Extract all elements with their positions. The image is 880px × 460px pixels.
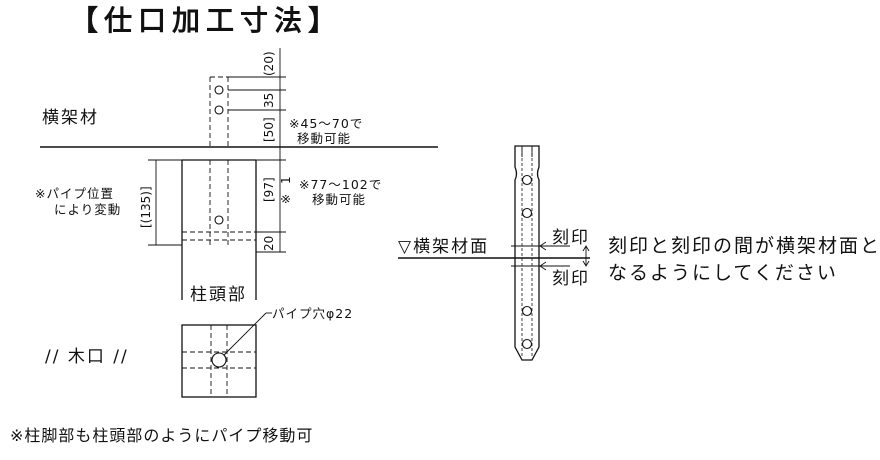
upper-dimension-chain: (20) 35 [50]: [228, 48, 286, 148]
note-move-45-70-line1: ※45～70で: [289, 116, 363, 131]
instruction-line1: 刻印と刻印の間が横架材面と: [608, 235, 880, 257]
note-move-45-70-line2: 移動可能: [297, 131, 351, 146]
beam-face-label: ▽横架材面: [398, 237, 489, 257]
stamp-arrows: [539, 241, 590, 271]
dim-star: ※: [279, 194, 293, 204]
pipe-pin-hole: [214, 85, 224, 95]
pipe-pin-hole: [521, 207, 533, 219]
upper-pipe: [209, 76, 229, 147]
column-body: [181, 159, 257, 300]
pipe-position-note-line1: ※パイプ位置: [35, 186, 114, 201]
pipe-position-note-line2: により変動: [54, 202, 121, 217]
stamp-label-top: 刻印: [552, 228, 590, 248]
dim-50: [50]: [262, 117, 276, 142]
dim-1: 1: [279, 176, 293, 184]
dim-20-bottom: 20: [262, 236, 276, 251]
lower-dimension-chain: [97] 1 ※ 20: [256, 147, 293, 253]
column-head-label: 柱頭部: [190, 285, 247, 305]
beam-label: 横架材: [42, 108, 99, 128]
dim-20-top: (20): [262, 51, 276, 76]
page-title: 【仕口加工寸法】: [70, 4, 342, 37]
dim-135: [(135)]: [139, 186, 153, 228]
pipe-pin-hole: [521, 174, 533, 186]
stamp-label-bottom: 刻印: [552, 269, 590, 289]
end-grain-view: パイプ穴φ22 // 木口 //: [45, 306, 353, 398]
pipe-pin-hole: [214, 215, 224, 225]
dim-97: [97]: [262, 177, 276, 202]
footer-note: ※柱脚部も柱頭部のようにパイプ移動可: [10, 426, 313, 445]
note-move-77-102-line1: ※77～102で: [299, 177, 382, 192]
end-grain-label: // 木口 //: [45, 347, 129, 367]
pipe-hole-circle: [211, 352, 227, 368]
pipe-pin-hole: [214, 105, 224, 115]
elevation-view: 横架材 (20) 35 [50] ※45～70で 移動可能: [35, 48, 438, 305]
left-dimension-135: [(135)]: [139, 159, 182, 246]
instruction-line2: なるようにしてください: [608, 262, 838, 284]
pipe-pin-hole: [521, 305, 533, 317]
pipe-hole-label: パイプ穴φ22: [272, 306, 353, 321]
dim-35: 35: [262, 93, 276, 108]
lower-pipe: [182, 160, 256, 245]
pipe-pin-hole: [521, 338, 533, 350]
pipe-component: [511, 145, 543, 361]
note-move-77-102-line2: 移動可能: [312, 192, 366, 207]
